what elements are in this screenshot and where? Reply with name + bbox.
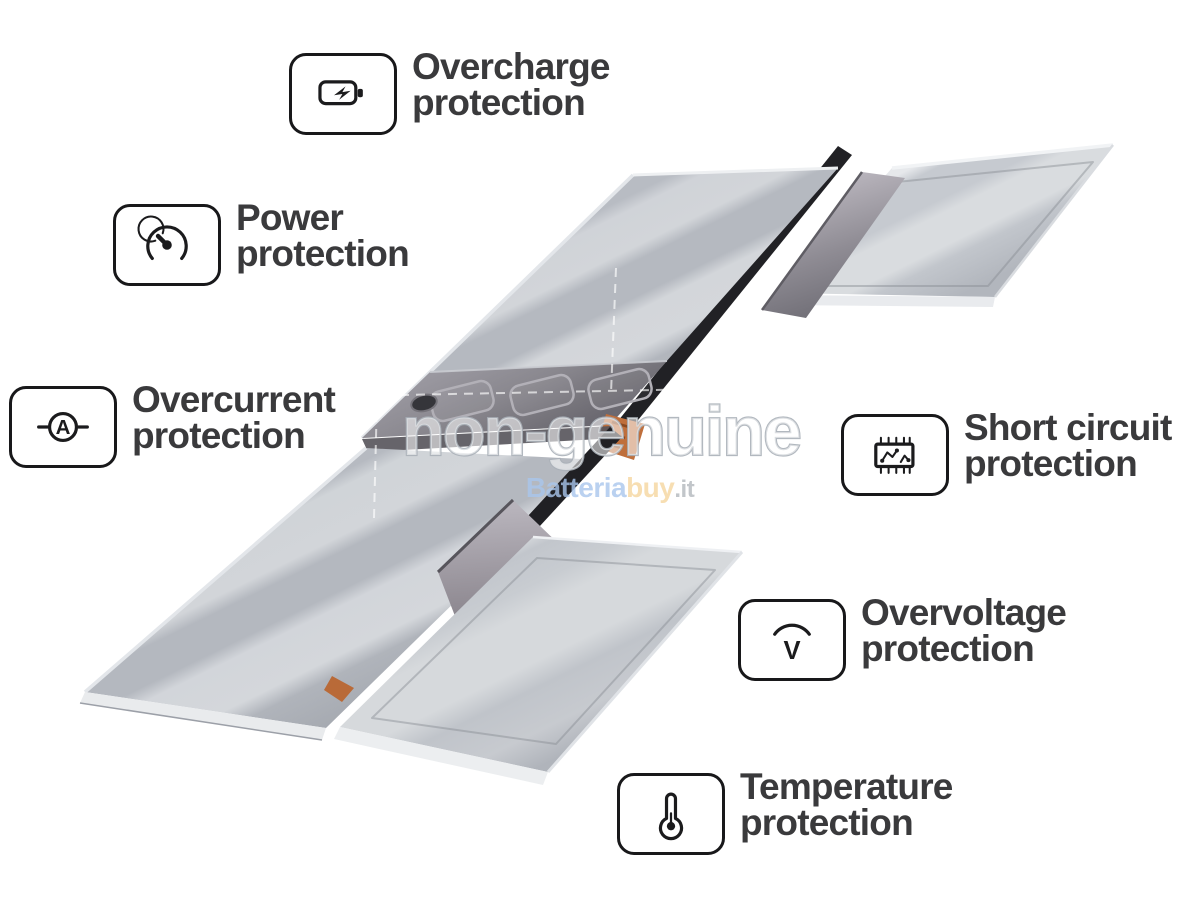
short-circuit-icon-box [841, 414, 949, 496]
ammeter-icon: A [37, 411, 89, 443]
feature-overcharge: Overcharge protection [289, 48, 610, 135]
feature-label: Overcharge protection [412, 46, 610, 123]
watermark-text: non-genuine [402, 392, 800, 470]
feature-label: Short circuit protection [964, 407, 1172, 484]
temperature-icon-box [617, 773, 725, 855]
overcurrent-icon-box: A [9, 386, 117, 468]
feature-label: Temperature protection [740, 766, 953, 843]
power-icon-box [113, 204, 221, 286]
battery-cell-lower-middle [334, 535, 744, 785]
svg-text:V: V [783, 637, 800, 665]
overvoltage-icon-box: V [738, 599, 846, 681]
voltage-arc-icon: V [773, 623, 811, 665]
feature-label: Overcurrent protection [132, 379, 336, 456]
battery-cell-top-right [778, 143, 1114, 307]
thermometer-icon [658, 792, 684, 841]
feature-label: Overvoltage protection [861, 592, 1067, 669]
battery-cell-lower-left [79, 446, 600, 741]
feature-temperature: Temperature protection [617, 768, 953, 855]
brand-part-blue: Batteria [526, 472, 627, 503]
watermark-brand: Batteriabuy.it [526, 472, 695, 503]
gauge-icon [137, 215, 188, 261]
watermark-dashes [351, 267, 706, 519]
battery-bolt-icon [318, 80, 363, 106]
svg-text:A: A [56, 416, 71, 439]
overcharge-icon-box [289, 53, 397, 135]
feature-power: Power protection [113, 199, 410, 286]
brand-part-tld: .it [674, 476, 694, 503]
connector-bridge-top [760, 171, 905, 318]
brand-part-orange: buy [626, 472, 675, 503]
circuit-chip-icon [874, 436, 915, 474]
battery-cell-upper [360, 166, 839, 440]
feature-overvoltage: V Overvoltage protection [738, 594, 1067, 681]
feature-label: Power protection [236, 197, 410, 274]
feature-overcurrent: A Overcurrent protection [9, 381, 336, 468]
feature-short-circuit: Short circuit protection [841, 409, 1172, 496]
